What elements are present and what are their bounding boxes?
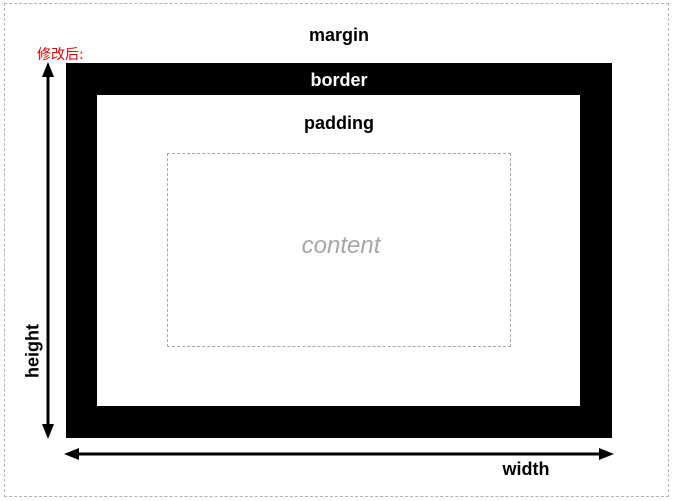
border-label: border [310, 70, 368, 90]
width-arrow [64, 448, 614, 460]
height-label: height [22, 324, 43, 378]
height-arrow [42, 62, 54, 439]
padding-area [97, 95, 580, 406]
content-area-outline [167, 153, 511, 347]
margin-area-outline [4, 3, 669, 497]
modified-note: 修改后: [37, 47, 84, 63]
padding-label: padding [304, 113, 374, 133]
width-label: width [502, 459, 550, 479]
content-label: content [301, 232, 381, 259]
margin-label: margin [308, 25, 370, 45]
